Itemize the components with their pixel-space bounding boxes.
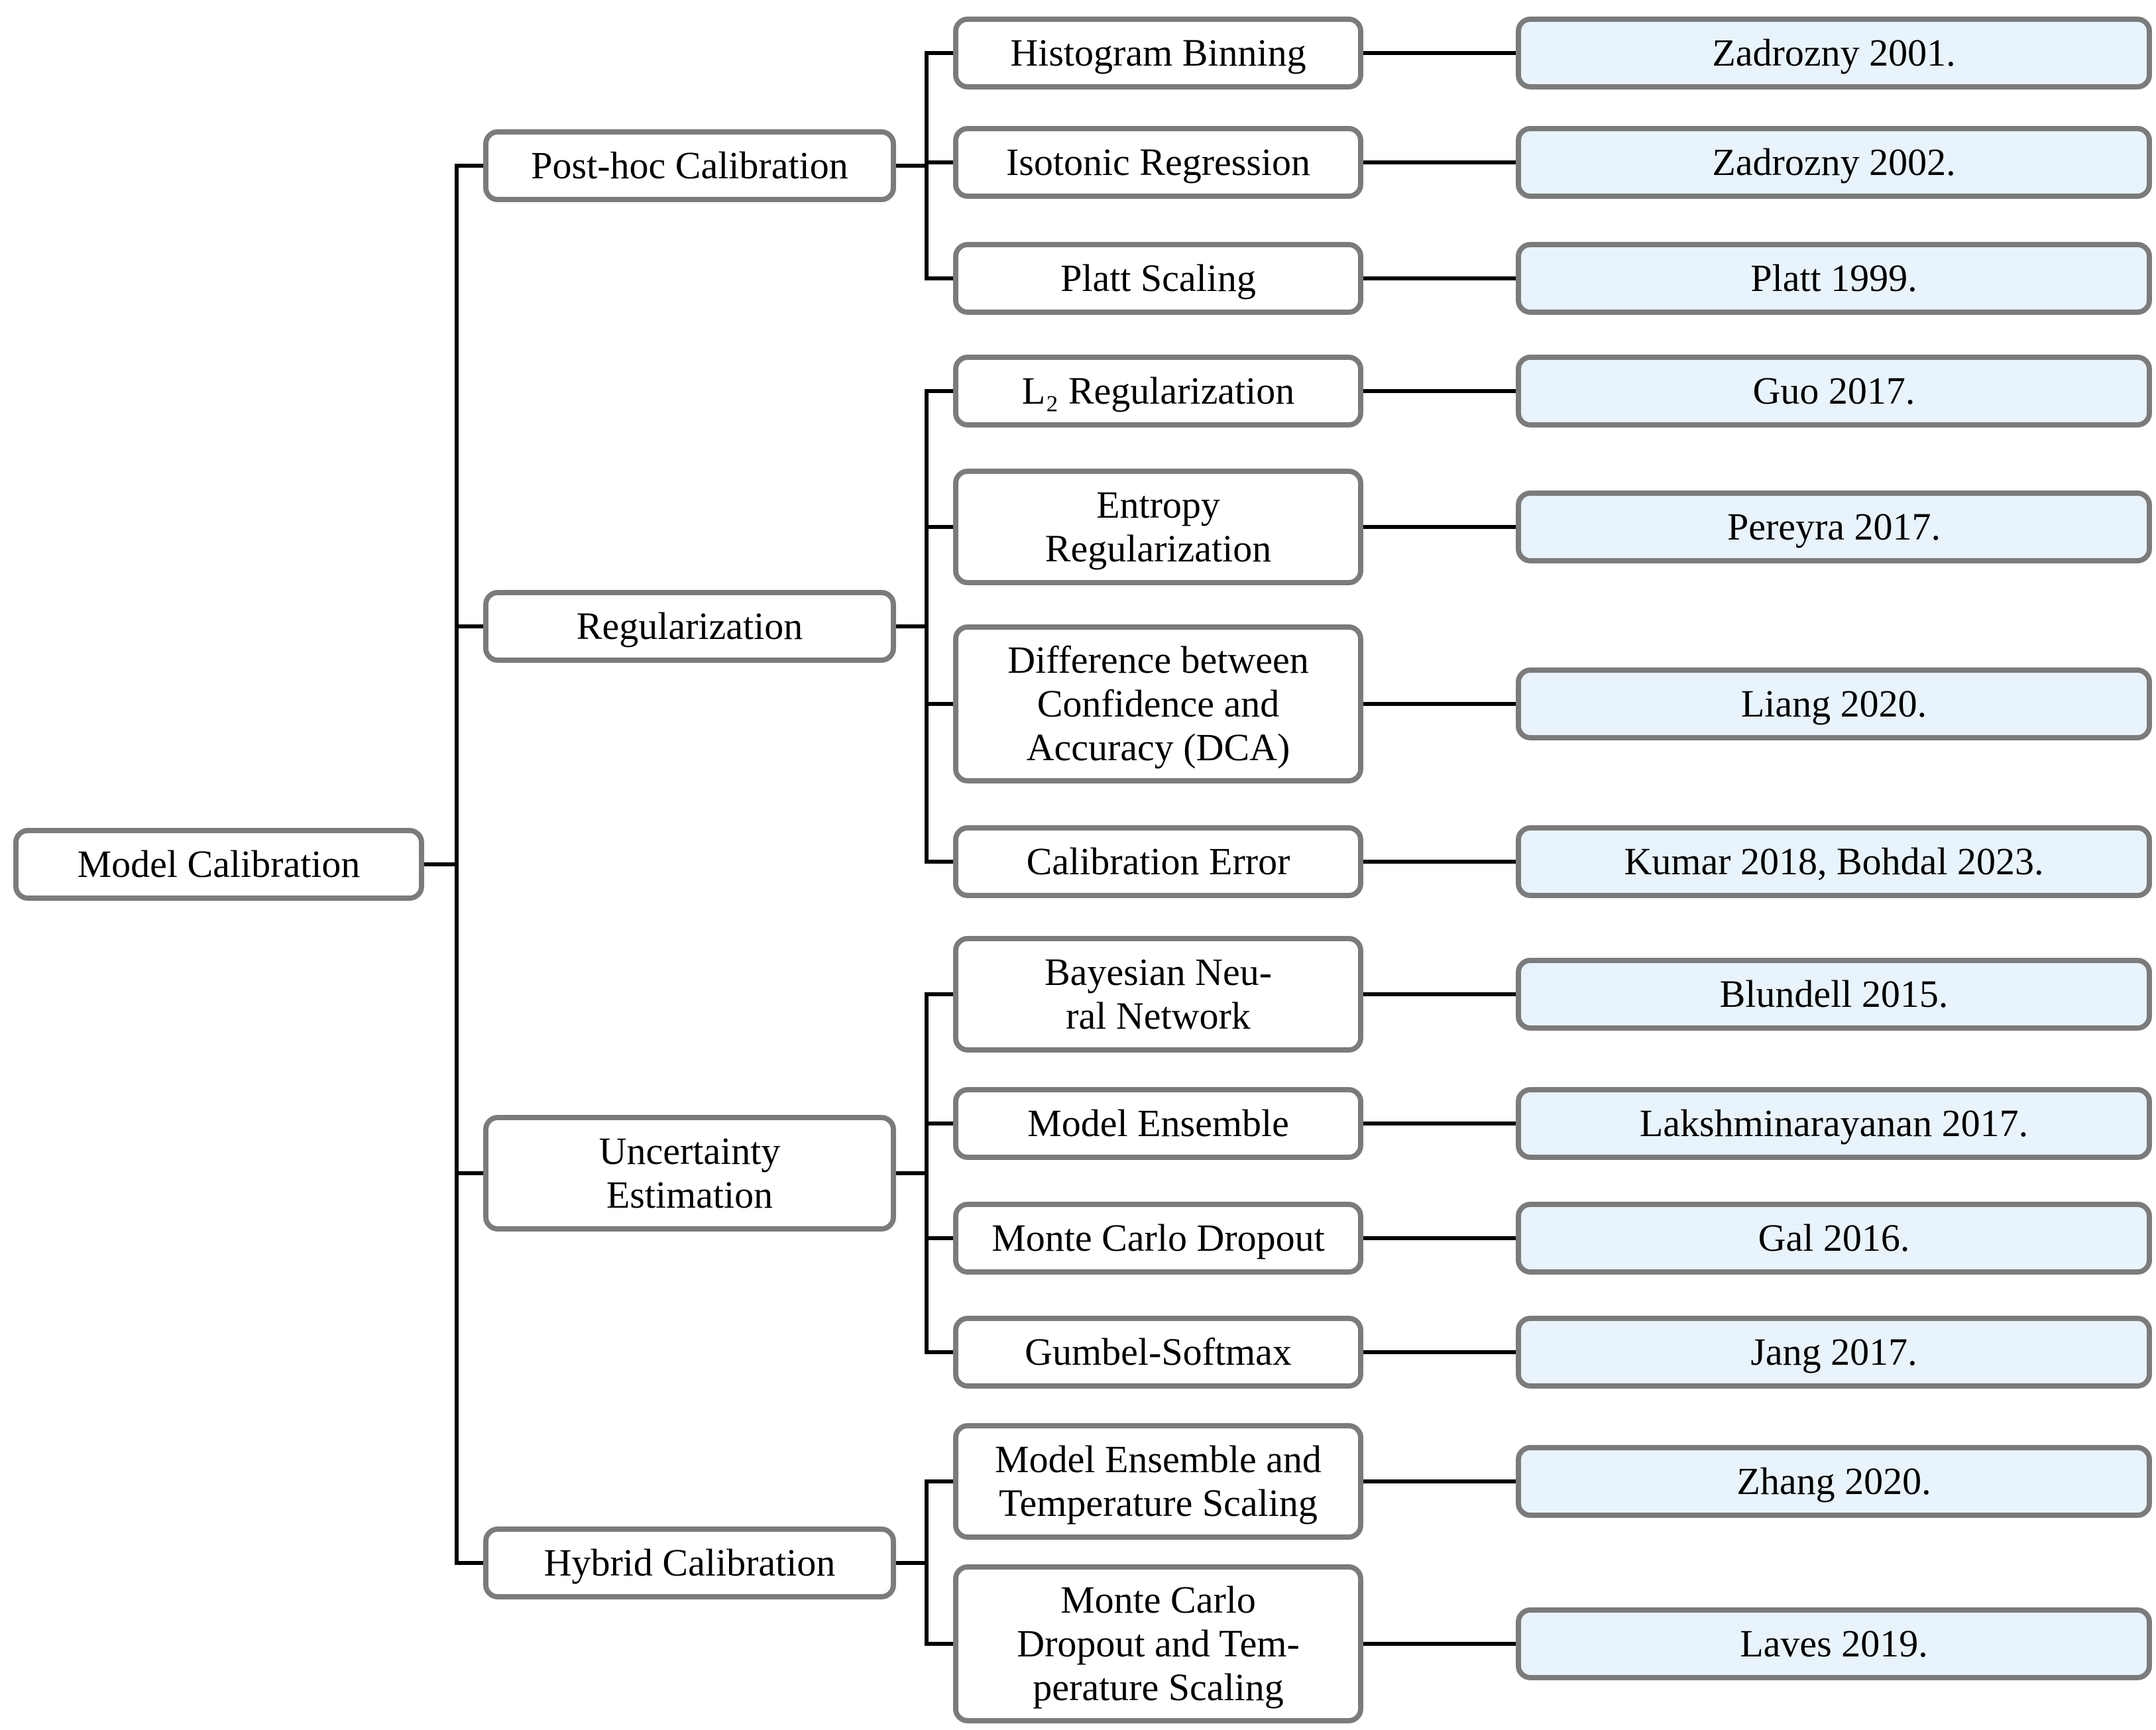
reference-node-blundell-2015: Blundell 2015. (1516, 958, 2152, 1031)
reference-node-guo-2017: Guo 2017. (1516, 355, 2152, 428)
branch-node-regularization: Regularization (483, 590, 896, 663)
method-node-calibration-error: Calibration Error (953, 825, 1363, 898)
method-node-histogram-binning: Histogram Binning (953, 17, 1363, 89)
method-node-platt-scaling: Platt Scaling (953, 242, 1363, 315)
root-node-model-calibration: Model Calibration (13, 828, 424, 901)
reference-node-laves-2019: Laves 2019. (1516, 1607, 2152, 1680)
branch-node-hybrid-calibration: Hybrid Calibration (483, 1527, 896, 1599)
method-node-bayesian-neural-network: Bayesian Neu- ral Network (953, 936, 1363, 1053)
reference-node-lakshminarayanan-2017: Lakshminarayanan 2017. (1516, 1087, 2152, 1160)
method-node-model-ensemble: Model Ensemble (953, 1087, 1363, 1160)
branch-node-post-hoc-calibration: Post-hoc Calibration (483, 129, 896, 202)
reference-node-gal-2016: Gal 2016. (1516, 1202, 2152, 1275)
branch-node-uncertainty-estimation: Uncertainty Estimation (483, 1115, 896, 1232)
method-node-entropy-regularization: Entropy Regularization (953, 469, 1363, 585)
method-node-gumbel-softmax: Gumbel-Softmax (953, 1316, 1363, 1389)
reference-node-platt-1999: Platt 1999. (1516, 242, 2152, 315)
reference-node-liang-2020: Liang 2020. (1516, 667, 2152, 740)
connector-group (422, 51, 1518, 1646)
method-node-monte-carlo-dropout: Monte Carlo Dropout (953, 1202, 1363, 1275)
reference-node-zadrozny-2002: Zadrozny 2002. (1516, 126, 2152, 199)
method-node-model-ensemble-and-temperature-scaling: Model Ensemble and Temperature Scaling (953, 1423, 1363, 1540)
reference-node-jang-2017: Jang 2017. (1516, 1316, 2152, 1389)
method-node-l2-regularization: L₂ Regularization (953, 355, 1363, 428)
reference-node-pereyra-2017: Pereyra 2017. (1516, 490, 2152, 563)
reference-node-kumar-2018-bohdal-2023: Kumar 2018, Bohdal 2023. (1516, 825, 2152, 898)
method-node-monte-carlo-dropout-and-temperature-scaling: Monte Carlo Dropout and Tem- perature Sc… (953, 1564, 1363, 1723)
reference-node-zhang-2020: Zhang 2020. (1516, 1445, 2152, 1518)
reference-node-zadrozny-2001: Zadrozny 2001. (1516, 17, 2152, 89)
method-node-isotonic-regression: Isotonic Regression (953, 126, 1363, 199)
method-node-dca: Difference between Confidence and Accura… (953, 624, 1363, 783)
